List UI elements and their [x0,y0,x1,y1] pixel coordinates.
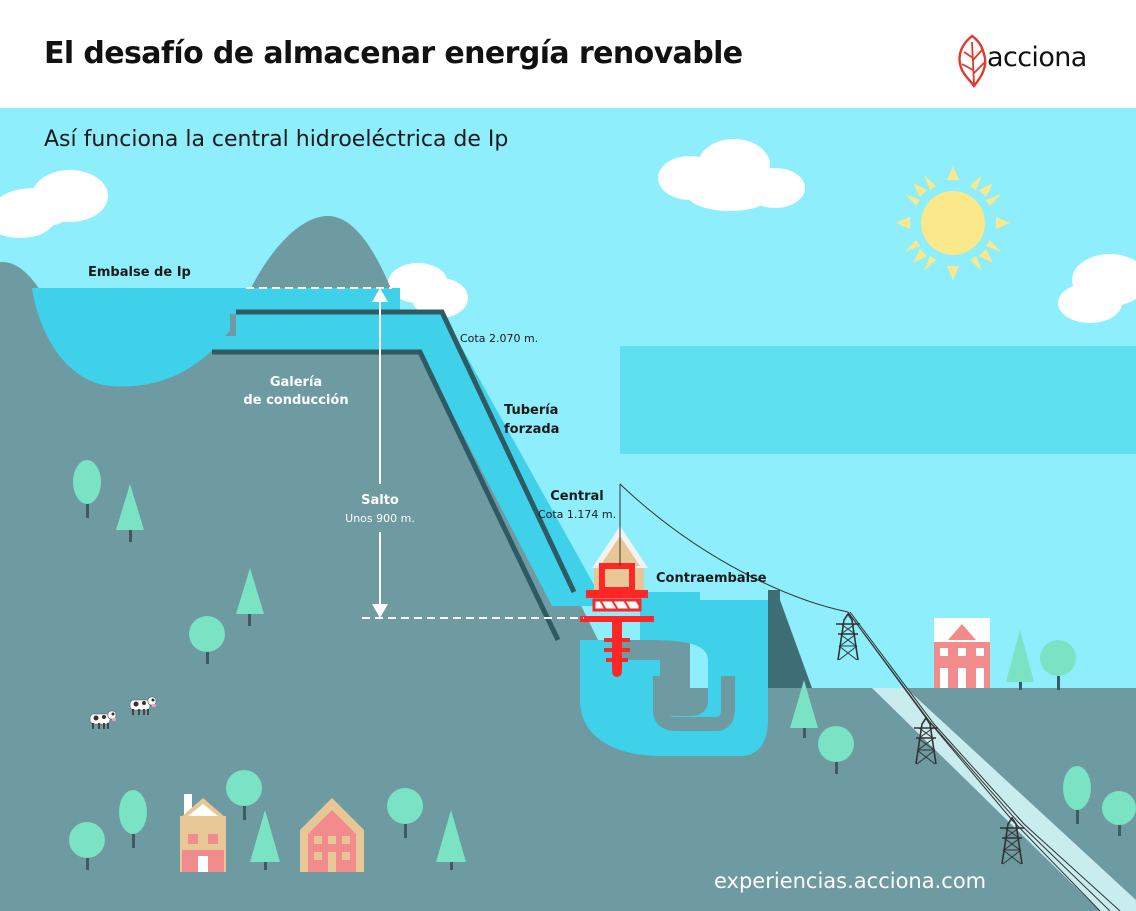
label-upper-level: Cota 2.070 m. [460,332,538,345]
brand-name: acciona [987,42,1087,73]
tree-icon [790,680,818,738]
draft-tube-core [653,676,735,731]
tree-icon [818,726,854,774]
tree-icon [1006,630,1034,690]
penstock-tube [212,312,700,606]
tree-icon [236,568,264,626]
page-title: El desafío de almacenar energía renovabl… [44,36,743,71]
contraembalse-basin [642,600,768,660]
header: El desafío de almacenar energía renovabl… [0,0,1136,108]
label-head-title: Salto [361,493,399,508]
hydro-plant-diagram: Así funciona la central hidroeléctrica d… [0,108,1136,911]
tree-icon [250,810,280,870]
label-head-value: Unos 900 m. [345,512,415,525]
tree-icon [69,822,105,870]
label-plant-level: Cota 1.174 m. [538,508,616,521]
house-icon [300,798,364,872]
dam-wall [768,590,780,688]
contraembalse-water-surface [620,346,1136,454]
house-icon [180,794,226,872]
penstock-upper-edge [236,309,577,594]
sun-icon [896,166,1010,280]
diagram-subtitle: Así funciona la central hidroeléctrica d… [44,127,508,152]
dam-slope [780,600,812,688]
label-lower-reservoir: Contraembalse [656,571,767,586]
tree-icon [189,616,225,664]
power-line [619,483,1121,911]
label-plant-title: Central [550,489,603,504]
label-reservoir: Embalse de Ip [88,265,191,280]
tree-icon [226,770,262,820]
label-gallery-line1: Galería [270,375,322,390]
cloud-icon [1058,254,1136,323]
tree-icon [436,810,466,870]
penstock-lower-edge [212,349,561,642]
tree-icon [116,484,144,542]
acciona-leaf-icon [958,34,987,89]
cloud-icon [658,139,805,211]
tree-icon [387,788,423,838]
mountain [0,261,820,911]
tree-icon [1102,791,1136,836]
label-gallery-line2: de conducción [243,393,348,408]
tree-icon [73,460,101,518]
house-icon [934,618,990,688]
head-measure [246,287,584,619]
cloud-icon [388,263,468,318]
tree-icon [119,790,147,848]
label-penstock-line1: Tubería [504,403,558,418]
footer-url[interactable]: experiencias.acciona.com [714,869,986,893]
label-penstock-line2: forzada [504,422,559,437]
turbine-icon [580,563,654,677]
cloud-icon [0,170,108,238]
tree-icon [1063,766,1091,824]
tree-icon [1040,640,1076,690]
road [872,688,1136,911]
brand-logo: acciona [952,30,1102,90]
